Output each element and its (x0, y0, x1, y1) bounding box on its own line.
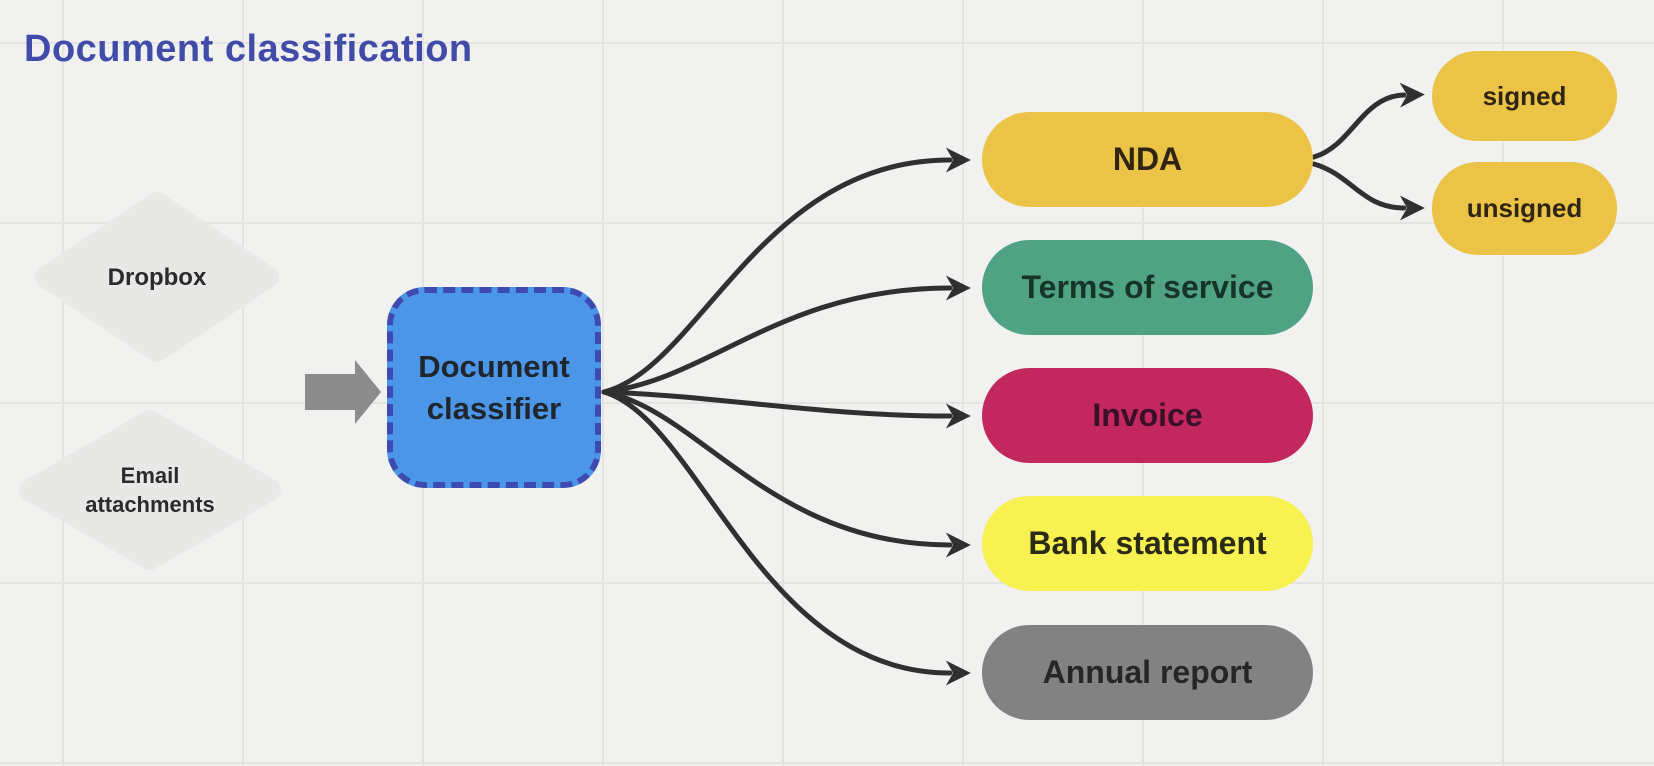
email-label-line2: attachments (85, 492, 215, 517)
edge-classifier-to-nda (601, 147, 971, 395)
source-email-attachments: Email attachments (30, 461, 270, 519)
dropbox-diamond-shape (35, 192, 279, 362)
category-pill-bank-statement: Bank statement (982, 496, 1313, 591)
edge-classifier-to-bank (601, 389, 971, 558)
classifier-node: Document classifier (387, 287, 601, 488)
category-pill-annual-report: Annual report (982, 625, 1313, 720)
outcome-pill-signed: signed (1432, 51, 1617, 141)
edge-nda-to-unsigned (1311, 161, 1425, 221)
edge-classifier-to-annual (601, 389, 971, 686)
category-pill-terms-of-service: Terms of service (982, 240, 1313, 335)
email-label-line1: Email (120, 463, 180, 488)
dropbox-label: Dropbox (107, 263, 207, 291)
classifier-label-line1: Document (418, 348, 570, 384)
category-pill-nda: NDA (982, 112, 1313, 207)
page-title: Document classification (24, 28, 473, 70)
edge-nda-to-signed (1311, 82, 1425, 160)
edge-classifier-to-invoice (601, 389, 971, 429)
outcome-pill-unsigned: unsigned (1432, 162, 1617, 255)
email-diamond-shape (19, 410, 281, 570)
category-pill-invoice: Invoice (982, 368, 1313, 463)
classifier-label-line2: classifier (426, 390, 562, 426)
input-block-arrow-icon (305, 360, 381, 424)
source-dropbox: Dropbox (37, 262, 277, 292)
edge-classifier-to-terms (601, 275, 971, 395)
